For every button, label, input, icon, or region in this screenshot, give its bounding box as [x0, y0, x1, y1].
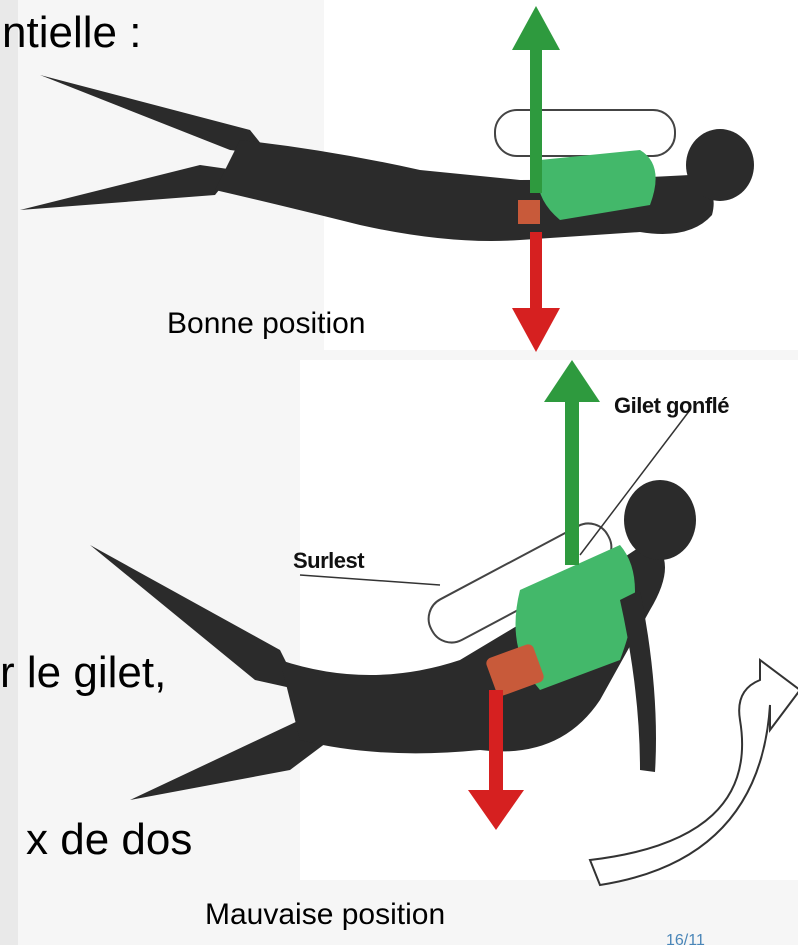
- top-fin-upper: [40, 75, 270, 155]
- bottom-arm: [620, 590, 656, 772]
- label-gilet-gonfle: Gilet gonflé: [614, 393, 729, 419]
- bottom-arrow-down-head: [468, 790, 524, 830]
- diver-good-position: [20, 6, 754, 352]
- top-fin-lower: [20, 165, 235, 210]
- top-head: [686, 129, 754, 201]
- top-arrow-up-shaft: [530, 48, 542, 193]
- bottom-fin-upper: [90, 545, 300, 690]
- slide-number: 16/11: [666, 932, 705, 950]
- surlest-leader: [300, 575, 440, 585]
- top-belt: [518, 200, 540, 224]
- bottom-head: [624, 480, 696, 560]
- caption-good-position: Bonne position: [167, 307, 366, 341]
- bottom-arrow-down-shaft: [489, 690, 503, 795]
- label-surlest: Surlest: [293, 548, 364, 574]
- bottom-arrow-up-shaft: [565, 400, 579, 565]
- diver-bad-position: [90, 360, 798, 885]
- bottom-arrow-up-head: [544, 360, 600, 402]
- top-tank: [495, 110, 675, 156]
- top-arrow-down-head: [512, 308, 560, 352]
- rotation-arrow: [590, 660, 798, 885]
- top-arrow-down-shaft: [530, 232, 542, 312]
- caption-bad-position: Mauvaise position: [205, 898, 445, 932]
- top-arrow-up-head: [512, 6, 560, 50]
